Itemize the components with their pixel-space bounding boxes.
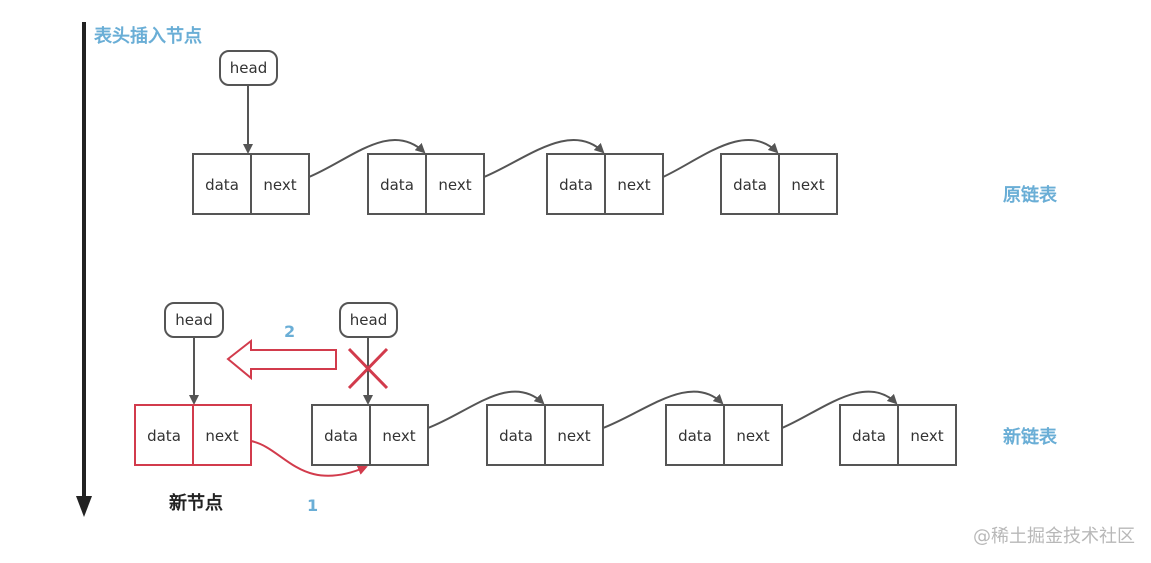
data-cell: data [499,427,533,445]
data-cell: data [380,176,414,194]
next-pointer-arrow [602,390,724,429]
list-node: data next [486,404,604,466]
list-node: data next [839,404,957,466]
new-list-label: 新链表 [1003,426,1058,448]
list-node: data next [665,404,783,466]
head-label: head [175,311,212,329]
list-node: data next [311,404,429,466]
list-node: data next [720,153,838,215]
head-label: head [350,311,387,329]
diagram-title: 表头插入节点 [94,25,202,47]
timeline-arrow-head [76,496,92,517]
data-cell: data [733,176,767,194]
next-pointer-arrow [427,390,545,429]
next-cell: next [617,176,650,194]
next-pointer-arrow [483,139,605,178]
data-cell: data [324,427,358,445]
step-2-label: 2 [284,322,295,341]
list-node: data next [192,153,310,215]
next-pointer-arrow [662,139,779,178]
next-cell: next [263,176,296,194]
step-1-label: 1 [307,496,318,515]
data-cell: data [678,427,712,445]
next-cell: next [736,427,769,445]
data-cell: data [559,176,593,194]
next-pointer-arrow [781,390,898,429]
new-node-label: 新节点 [169,492,223,514]
next-cell: next [791,176,824,194]
next-cell: next [557,427,590,445]
new-node: data next [134,404,252,466]
next-cell: next [910,427,943,445]
new-next-pointer-arrow [250,440,368,477]
new-list: head head 2 data next 1 新节点 data [134,302,1058,515]
list-node: data next [367,153,485,215]
original-list: head data next data next data next data [192,50,1058,215]
original-list-label: 原链表 [1003,184,1058,206]
list-node: data next [546,153,664,215]
data-cell: data [852,427,886,445]
next-pointer-arrow [308,139,426,178]
next-cell: next [382,427,415,445]
move-head-arrow [226,338,337,381]
next-cell: next [438,176,471,194]
cross-icon [347,347,389,390]
data-cell: data [147,427,181,445]
next-cell: next [205,427,238,445]
data-cell: data [205,176,239,194]
watermark: @稀土掘金技术社区 [973,526,1135,547]
head-label: head [230,59,267,77]
